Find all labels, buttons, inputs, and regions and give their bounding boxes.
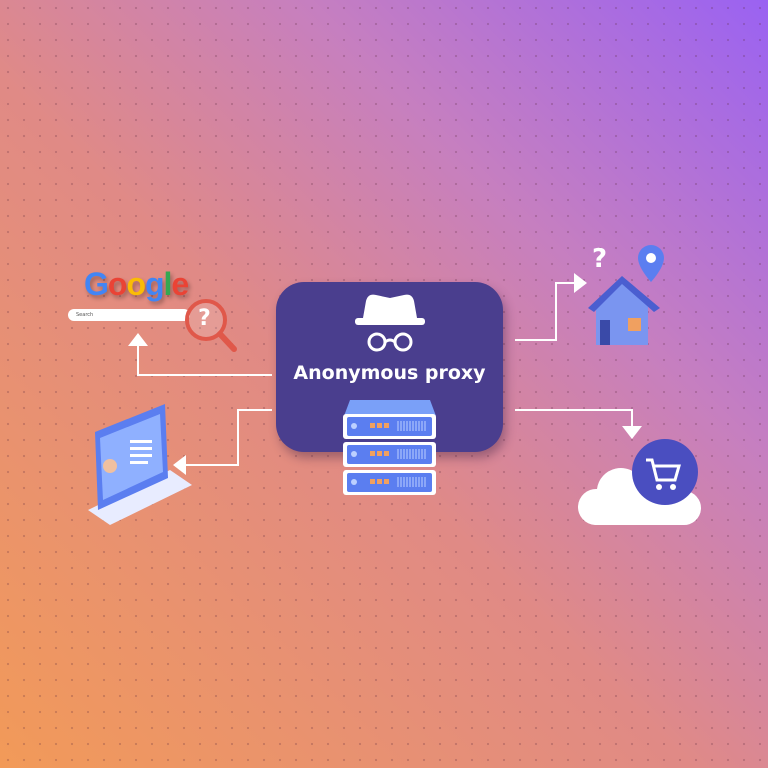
search-bar: Search: [68, 309, 190, 321]
arrow-left-icon: [173, 455, 186, 475]
logo-letter: g: [144, 266, 165, 302]
google-logo: Google: [84, 266, 189, 303]
arrow-up-icon: [128, 333, 148, 346]
line-to-laptop: [182, 409, 272, 466]
arrow-down-icon: [622, 426, 642, 439]
question-icon: ?: [592, 244, 608, 274]
line-to-search: [137, 342, 272, 376]
logo-letter: e: [171, 266, 189, 302]
line-to-house: [515, 282, 578, 341]
question-icon: ?: [198, 306, 211, 331]
logo-letter: G: [84, 266, 109, 302]
proxy-title: Anonymous proxy: [293, 362, 486, 384]
line-to-cart: [515, 409, 633, 430]
logo-letter: o: [126, 266, 146, 302]
arrow-right-icon: [574, 273, 587, 293]
logo-letter: l: [163, 266, 173, 302]
logo-letter: o: [107, 266, 128, 302]
